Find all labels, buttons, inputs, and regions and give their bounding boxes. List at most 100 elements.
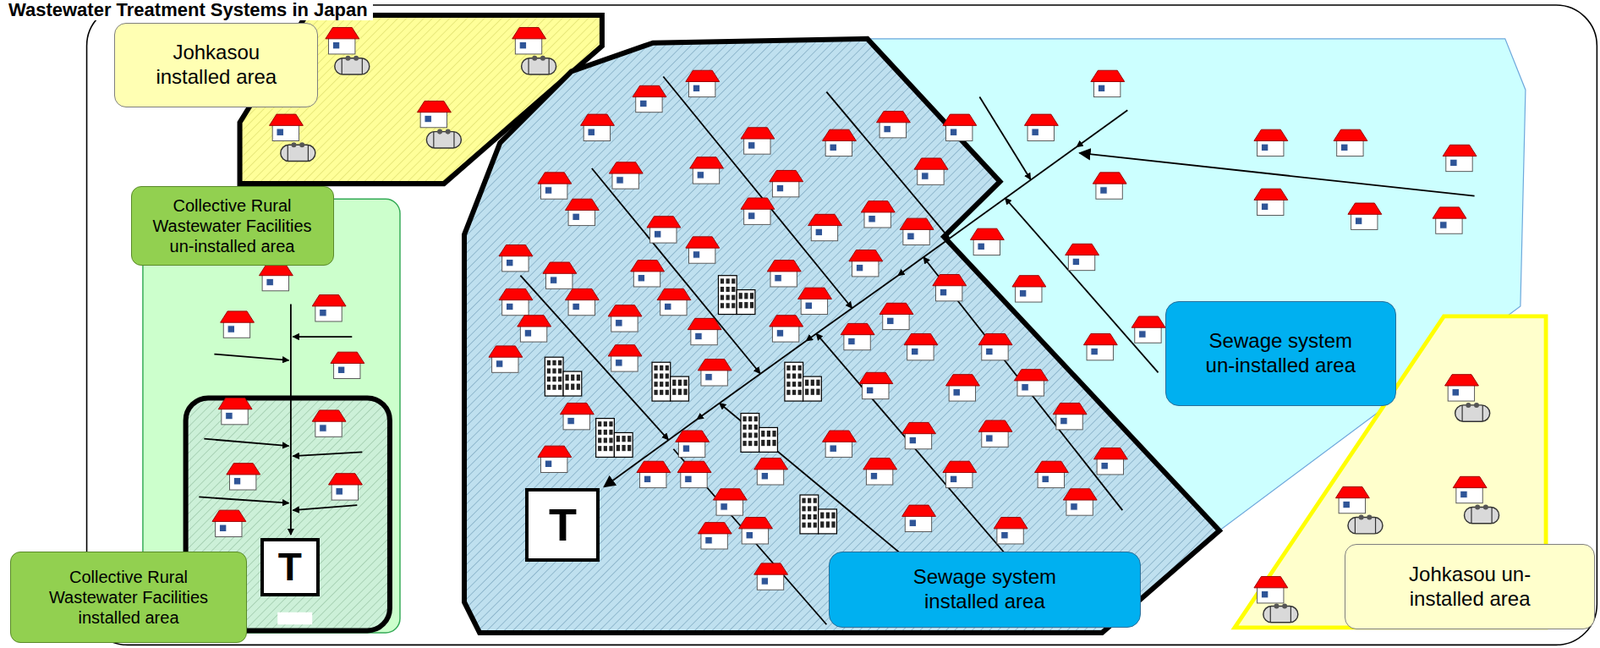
- house: [697, 359, 732, 386]
- drawing-part: [453, 131, 455, 148]
- drawing-part: [597, 429, 602, 435]
- drawing-part: [1101, 461, 1108, 469]
- drawing-part: [739, 301, 743, 308]
- drawing-part: [829, 143, 837, 151]
- drawing-part: [544, 460, 552, 467]
- drawing-part: [659, 381, 664, 387]
- drawing-part: [798, 389, 802, 395]
- drawing-part: [902, 504, 937, 516]
- drawing-part: [1333, 129, 1368, 141]
- drawing-part: [266, 278, 274, 285]
- building: [652, 361, 689, 401]
- house: [537, 172, 572, 199]
- house: [675, 430, 710, 457]
- drawing-part: [341, 58, 343, 75]
- drawing-part: [603, 445, 608, 451]
- house: [1035, 460, 1069, 488]
- drawing-part: [1452, 389, 1459, 396]
- drawing-part: [1375, 517, 1376, 534]
- drawing-part: [673, 449, 827, 625]
- drawing-part: [637, 273, 645, 281]
- drawing-part: [611, 355, 638, 372]
- drawing-part: [759, 427, 779, 452]
- drawing-part: [1470, 507, 1472, 524]
- house: [258, 263, 293, 291]
- drawing-part: [502, 298, 529, 315]
- drawing-part: [946, 471, 973, 488]
- drawing-part: [659, 389, 664, 395]
- drawing-part: [568, 208, 595, 225]
- drawing-part: [312, 295, 346, 307]
- drawing-part: [970, 228, 1005, 240]
- drawing-part: [770, 270, 797, 287]
- drawing-part: [754, 416, 758, 422]
- drawing-part: [831, 520, 835, 527]
- house: [712, 488, 747, 516]
- drawing-part: [946, 124, 973, 141]
- drawing-part: [505, 302, 513, 310]
- house: [537, 445, 572, 472]
- drawing-part: [883, 125, 891, 132]
- drawing-part: [898, 147, 1077, 276]
- house: [1083, 333, 1118, 360]
- johkasou-tank: [280, 142, 316, 161]
- house: [1092, 172, 1127, 199]
- drawing-part: [705, 536, 713, 544]
- drawing-part: [621, 435, 625, 442]
- drawing-part: [552, 360, 556, 366]
- house: [1254, 129, 1288, 156]
- building: [740, 413, 778, 453]
- drawing-part: [672, 379, 676, 386]
- drawing-part: [315, 420, 342, 437]
- drawing-part: [334, 361, 361, 379]
- drawing-part: [917, 168, 944, 185]
- house: [632, 85, 667, 112]
- regions: [142, 15, 1546, 633]
- drawing-part: [717, 275, 737, 315]
- drawing-part: [1257, 198, 1284, 215]
- house: [1131, 316, 1166, 343]
- drawing-part: [682, 444, 690, 452]
- drawing-part: [776, 184, 784, 192]
- drawing-part: [564, 288, 599, 300]
- drawing-part: [307, 144, 309, 161]
- drawing-part: [690, 157, 724, 169]
- drawing-part: [748, 416, 752, 422]
- treatment-plant-box: T: [525, 487, 600, 562]
- house: [899, 218, 934, 245]
- drawing-part: [552, 367, 556, 373]
- drawing-part: [572, 213, 580, 220]
- drawing-part: [1354, 517, 1356, 534]
- drawing-part: [946, 374, 981, 386]
- drawing-part: [822, 430, 857, 442]
- drawing-part: [643, 475, 651, 483]
- johkasou-tank: [334, 55, 370, 75]
- drawing-part: [492, 356, 519, 373]
- drawing-part: [798, 381, 802, 387]
- drawing-part: [993, 517, 1028, 529]
- house: [657, 288, 691, 315]
- drawing-part: [742, 440, 746, 446]
- drawing-part: [537, 172, 572, 184]
- area-name: Johkasou un-installed area: [1385, 562, 1555, 612]
- drawing-part: [203, 438, 289, 446]
- house: [417, 100, 452, 127]
- drawing-part: [1070, 503, 1078, 510]
- drawing-part: [319, 309, 327, 317]
- drawing-part: [716, 498, 743, 516]
- drawing-part: [1095, 182, 1123, 199]
- house: [330, 351, 365, 379]
- drawing-part: [1462, 405, 1464, 422]
- drawing-part: [552, 376, 556, 382]
- drawing-part: [739, 292, 743, 299]
- drawing-part: [544, 186, 552, 194]
- drawing-part: [572, 302, 580, 310]
- drawing-part: [1358, 515, 1365, 521]
- drawing-part: [636, 460, 671, 472]
- drawing-part: [1076, 109, 1128, 147]
- drawing-part: [769, 315, 804, 327]
- drawing-part: [744, 208, 771, 225]
- drawing-part: [1063, 488, 1097, 500]
- drawing-part: [558, 384, 562, 390]
- drawing-part: [820, 512, 824, 519]
